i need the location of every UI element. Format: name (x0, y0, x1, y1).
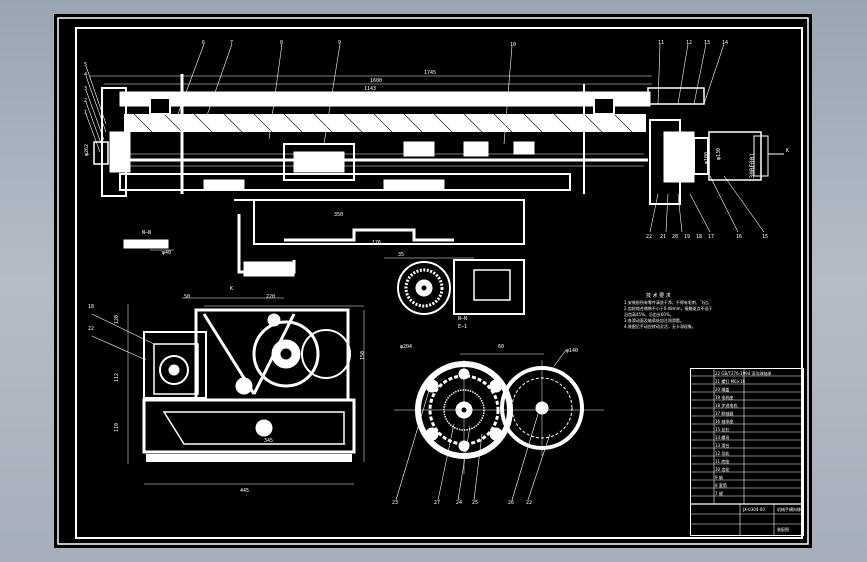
balloon-gear-25: 25 (472, 500, 479, 506)
note-line: 沿齿高45%，沿齿长60%。 (624, 312, 674, 317)
drawing-org: 装配图 (777, 527, 789, 532)
bom-row: 13 滑台 (715, 443, 730, 448)
bom-row: 14 螺母 (715, 435, 730, 440)
title-block: 22 GB/T276-1994 深沟球轴承 21 螺钉 M6×16 20 端盖 … (690, 368, 804, 536)
balloon-1: 1 (84, 110, 88, 116)
balloon-side-22: 22 (88, 326, 95, 332)
dim-inner-length: 1600 (370, 78, 383, 84)
note-line: 4.装配后手动应转动灵活，无卡滞现象。 (624, 324, 696, 329)
bom-row: 18 步进电机 (715, 403, 738, 408)
balloon-gear-27: 27 (434, 500, 441, 506)
balloon-11: 11 (658, 40, 665, 46)
dim-dia-left: φ204 (400, 344, 413, 350)
balloon-gear-24: 24 (456, 500, 463, 506)
dim-345: 345 (264, 438, 274, 444)
bom-row: 7 键 (715, 491, 723, 496)
bom-row: 15 丝杠 (715, 427, 730, 432)
section-nn-title: N—N (142, 230, 152, 236)
balloon-4: 4 (84, 72, 88, 78)
balloon-3: 3 (84, 86, 88, 92)
dim-bore-left: φ262 (84, 143, 90, 156)
drawing-sheet: 6 7 8 9 10 11 12 13 14 5 4 3 2 1 16 17 1… (54, 14, 812, 548)
outer-border (57, 17, 809, 545)
dim-1143: 1143 (364, 86, 377, 92)
bom-row: 12 导轨 (715, 451, 730, 456)
balloon-10: 10 (510, 42, 517, 48)
drawing-name: 机械手横向移动机构 (777, 507, 803, 512)
balloon-7: 7 (230, 40, 234, 46)
bom-row: 8 套筒 (715, 483, 727, 488)
balloon-6: 6 (202, 40, 206, 46)
balloon-2: 2 (84, 98, 88, 104)
note-line: 2.齿轮啮合侧隙不小于0.08mm，接触斑点不低于 (624, 306, 713, 311)
notes-title: 技 术 要 求 (646, 293, 671, 299)
k-mark-side: K (230, 286, 234, 292)
dim-1141: 1141 (292, 114, 305, 120)
motor-label: 130BF001 (749, 153, 756, 182)
inner-border (75, 27, 803, 539)
bom-row: 22 GB/T276-1994 深沟球轴承 (715, 371, 772, 376)
balloon-15: 15 (762, 234, 769, 240)
balloon-gear-22: 22 (526, 500, 533, 506)
dim-shaft-dia: φ100 (704, 151, 710, 164)
dim-60: 60 (498, 344, 505, 350)
section-ee-sub: E—1 (458, 324, 468, 330)
balloon-side-18: 18 (88, 304, 95, 310)
bom-row: 16 轴承座 (715, 419, 734, 424)
balloon-13: 13 (704, 40, 711, 46)
dim-350: 350 (334, 212, 344, 218)
balloon-5: 5 (84, 62, 88, 68)
bom-row: 20 端盖 (715, 387, 730, 392)
dim-50: 50 (184, 294, 191, 300)
balloon-14: 14 (722, 40, 729, 46)
gear-view (394, 349, 604, 501)
balloon-gear-26: 26 (508, 500, 515, 506)
section-nn-small (123, 239, 174, 251)
balloon-16: 16 (736, 234, 743, 240)
balloon-21: 21 (660, 234, 667, 240)
title-block-lines (690, 368, 804, 536)
k-mark-top: K (786, 148, 790, 154)
dim-445: 445 (240, 488, 250, 494)
section-nn-dim: φ40 (162, 250, 172, 256)
balloon-22: 22 (646, 234, 653, 240)
bom-row: 17 联轴器 (715, 411, 734, 416)
balloon-12: 12 (686, 40, 693, 46)
side-view (91, 297, 365, 485)
bom-row: 10 齿轮 (715, 467, 730, 472)
bom-row: 19 电机座 (715, 395, 734, 400)
note-line: 3.各滑动面及轴承处加注润滑脂。 (624, 318, 684, 323)
bom-row: 11 底座 (715, 459, 730, 464)
assembly-drawing (57, 17, 809, 545)
bom-row: 9 轴 (715, 475, 723, 480)
dim-220: 220 (266, 294, 276, 300)
dim-176: 176 (372, 240, 382, 246)
top-view (85, 43, 784, 315)
balloon-17: 17 (708, 234, 715, 240)
balloon-18: 18 (696, 234, 703, 240)
dim-120: 120 (114, 314, 120, 324)
balloon-gear-23: 23 (392, 500, 399, 506)
dim-150: 150 (360, 350, 366, 360)
balloon-9: 9 (338, 40, 342, 46)
dim-overall-length: 1745 (424, 70, 437, 76)
dim-dia-right: φ140 (566, 348, 579, 354)
note-line: 1.安装前所有零件清洗干净，不得有毛刺、飞边。 (624, 300, 712, 305)
dim-35: 35 (398, 252, 405, 258)
balloon-20: 20 (672, 234, 679, 240)
section-ee-title: N—N (458, 316, 468, 322)
balloon-19: 19 (684, 234, 691, 240)
bom-row: 21 螺钉 M6×16 (715, 379, 746, 384)
dim-110: 110 (114, 422, 120, 432)
dim-112: 112 (114, 372, 120, 382)
drawing-number: JX-0304-00 (743, 507, 765, 512)
dim-motor-dia: φ130 (716, 147, 722, 160)
balloon-8: 8 (280, 40, 284, 46)
